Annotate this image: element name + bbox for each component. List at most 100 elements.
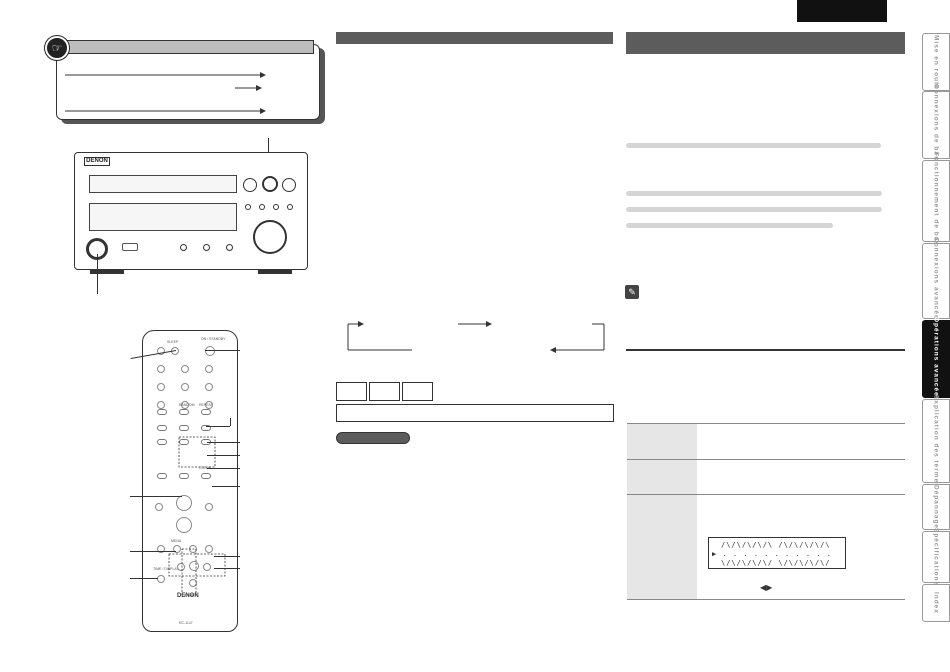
- remote-side-button[interactable]: [205, 503, 213, 511]
- device-small-button-2[interactable]: [259, 204, 265, 210]
- skip-back-button[interactable]: [179, 425, 189, 431]
- remote-button[interactable]: [157, 425, 167, 431]
- fl-display-panel: /\/\/\/\/\ /\/\/\/\/\ ▶ . . . . . . . . …: [708, 537, 846, 569]
- remote-button[interactable]: [157, 439, 167, 445]
- table-row: [627, 459, 905, 460]
- table-row: [627, 494, 905, 495]
- nav-tab-explication-des-termes[interactable]: Explication des termes: [922, 395, 950, 487]
- number-button[interactable]: [157, 401, 165, 409]
- device-small-button-3[interactable]: [273, 204, 279, 210]
- number-button[interactable]: [205, 365, 213, 373]
- nav-tab-label: Fonctionnement de base: [932, 151, 940, 251]
- display-line-1: /\/\/\/\/\ /\/\/\/\/\: [721, 541, 831, 549]
- callout-line: [230, 418, 231, 426]
- nav-tab-specifications[interactable]: Spécifications: [922, 527, 950, 587]
- device-foot-left: [90, 270, 124, 274]
- display-toggle-arrows: ◀▶: [760, 583, 773, 592]
- highlight-bar: [626, 207, 882, 212]
- power-knob[interactable]: [262, 176, 278, 192]
- play-button[interactable]: [282, 178, 296, 192]
- media-icon-3: [402, 382, 433, 401]
- number-button[interactable]: [181, 401, 189, 409]
- highlight-bar: [626, 223, 833, 228]
- media-icon-1: [336, 382, 367, 401]
- callout-line: [207, 442, 240, 443]
- device-brand-logo: DENON: [84, 157, 110, 166]
- standby-button[interactable]: [205, 346, 215, 356]
- repeat-button[interactable]: [201, 409, 211, 415]
- callout-line: [207, 468, 240, 469]
- callout-line: [214, 556, 240, 557]
- nav-tab-index[interactable]: Index: [922, 584, 950, 622]
- cursor-down-button[interactable]: [189, 579, 197, 587]
- section-header-bar: [336, 32, 613, 44]
- callout-line: [214, 568, 240, 569]
- cursor-right-button[interactable]: [203, 563, 211, 571]
- callout-arrows: [65, 72, 266, 114]
- volume-up-button[interactable]: [176, 495, 192, 511]
- callout-line: [130, 496, 182, 497]
- remote-dashed-group-2: [168, 548, 226, 596]
- callout-header-bar: [56, 40, 314, 54]
- display-line-2: ▶ . . . . . . . . . . .: [712, 550, 832, 558]
- remote-control: SLEEP ON / STANDBY RANDOM REPEAT CLEAR M…: [142, 330, 238, 632]
- nav-tab-label: Opérations avancées: [932, 316, 940, 402]
- number-button[interactable]: [181, 383, 189, 391]
- nav-tab-connexions-avancees[interactable]: Connexions avancées: [922, 237, 950, 325]
- number-button[interactable]: [205, 401, 213, 409]
- number-button[interactable]: [205, 383, 213, 391]
- number-button[interactable]: [181, 365, 189, 373]
- random-button[interactable]: [179, 409, 189, 415]
- cursor-left-button[interactable]: [177, 563, 185, 571]
- remote-label-standby: ON / STANDBY: [201, 337, 226, 341]
- remote-button[interactable]: [157, 545, 165, 553]
- number-button[interactable]: [157, 365, 165, 373]
- volume-knob[interactable]: [253, 220, 287, 254]
- nav-tab-connexions-de-base[interactable]: Connexions de base: [922, 84, 950, 166]
- nav-tab-operations-avancees[interactable]: Opérations avancées: [922, 316, 950, 402]
- section-header-bar-right: [626, 32, 905, 54]
- remote-button[interactable]: [205, 545, 213, 553]
- callout-line: [130, 578, 158, 579]
- nav-tab-label: Dépannage: [932, 484, 940, 530]
- device-small-button-1[interactable]: [245, 204, 251, 210]
- nav-tab-label: Mise en route: [932, 34, 940, 90]
- nav-tab-depannage[interactable]: Dépannage: [922, 484, 950, 530]
- nav-tab-label: Index: [932, 592, 940, 614]
- language-tab[interactable]: [797, 0, 887, 22]
- number-button[interactable]: [157, 383, 165, 391]
- remote-label-clear: CLEAR: [199, 466, 211, 470]
- remote-button[interactable]: [179, 473, 189, 479]
- menu-button[interactable]: [173, 545, 181, 553]
- remote-label-repeat: REPEAT: [199, 403, 213, 407]
- remote-side-button[interactable]: [155, 503, 163, 511]
- device-jack-1: [180, 244, 187, 251]
- clear-button[interactable]: [201, 473, 211, 479]
- skip-forward-button[interactable]: [201, 425, 211, 431]
- volume-down-button[interactable]: [176, 517, 192, 533]
- repeat-cycle-diagram: [347, 321, 605, 353]
- media-icon-2: [369, 382, 400, 401]
- eject-button[interactable]: [243, 178, 257, 192]
- front-display: [89, 203, 237, 231]
- pointer-line-switch: [97, 254, 98, 294]
- enter-button[interactable]: [189, 561, 199, 571]
- device-small-button-4[interactable]: [287, 204, 293, 210]
- usb-port: [122, 243, 138, 251]
- nav-tab-label: Spécifications: [932, 527, 940, 587]
- nav-tab-mise-en-route[interactable]: Mise en route: [922, 33, 950, 91]
- highlight-bar: [626, 191, 882, 196]
- nav-tab-fonctionnement-de-base[interactable]: Fonctionnement de base: [922, 152, 950, 250]
- remote-button[interactable]: [157, 409, 167, 415]
- remote-label-sleep: SLEEP: [167, 340, 179, 344]
- callout-line: [206, 426, 230, 427]
- cd-tray: [89, 175, 237, 193]
- table-label-column: [627, 423, 697, 599]
- display-line-3: \/\/\/\/\/ \/\/\/\/\/: [721, 559, 831, 567]
- time-display-button[interactable]: [157, 575, 165, 583]
- device-foot-right: [258, 270, 292, 274]
- play-pause-button[interactable]: [179, 439, 189, 445]
- callout-line: [130, 551, 176, 552]
- remote-button[interactable]: [157, 473, 167, 479]
- nav-tab-label: Explication des termes: [932, 394, 940, 488]
